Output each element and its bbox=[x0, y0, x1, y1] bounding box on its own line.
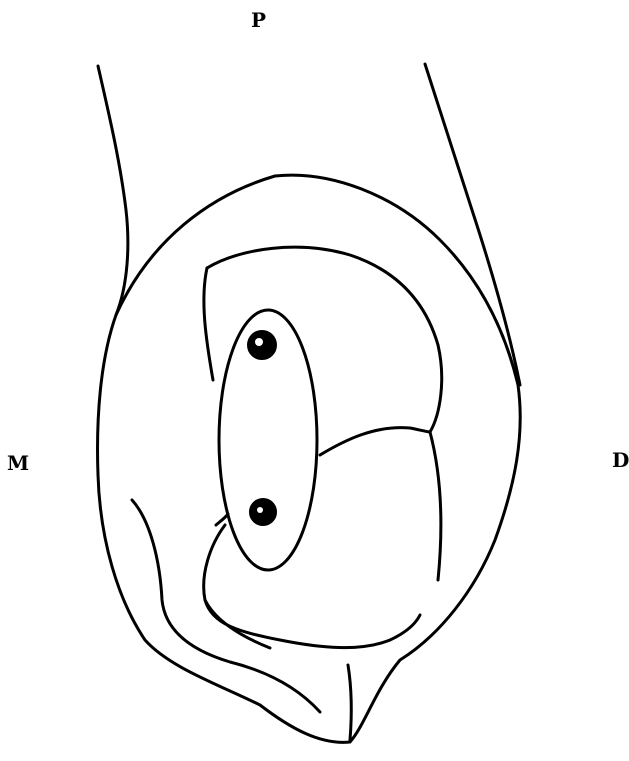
label-distal: D bbox=[612, 450, 629, 470]
lower-left-contour-1 bbox=[132, 500, 320, 712]
middle-divider-line bbox=[320, 428, 430, 455]
small-hook-line bbox=[216, 514, 228, 525]
lower-marker-highlight bbox=[257, 507, 263, 513]
upper-marker-highlight bbox=[255, 338, 263, 346]
lower-inner-line bbox=[204, 525, 420, 648]
right-shaft-line bbox=[425, 64, 520, 385]
right-divider-line bbox=[430, 345, 442, 580]
outer-contour bbox=[98, 175, 521, 742]
lower-left-contour-2 bbox=[205, 600, 270, 648]
label-medial: M bbox=[7, 453, 29, 473]
lower-marker bbox=[250, 499, 276, 525]
bottom-vertical-line bbox=[348, 665, 351, 740]
left-shaft-line bbox=[98, 66, 128, 315]
inner-left-line bbox=[204, 268, 213, 380]
label-proximal: P bbox=[251, 10, 266, 30]
upper-marker bbox=[248, 331, 276, 359]
